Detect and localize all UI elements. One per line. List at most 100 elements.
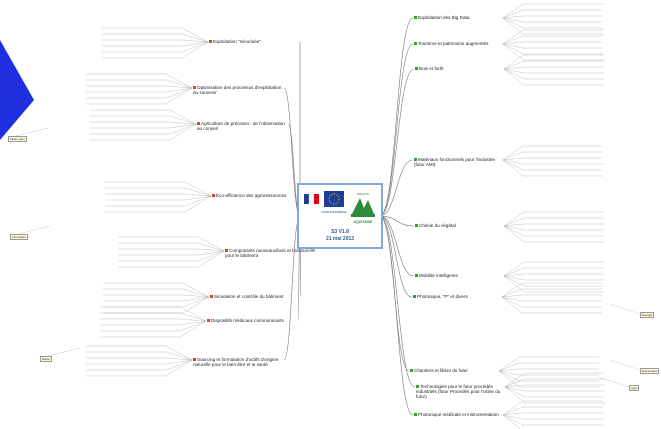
branch-line bbox=[501, 296, 602, 308]
side-box-5[interactable]: Entreprises bbox=[640, 368, 660, 374]
branch-line bbox=[502, 145, 603, 161]
branch-line bbox=[498, 368, 599, 372]
side-box-2[interactable]: Innovation bbox=[10, 234, 28, 240]
branch-line bbox=[100, 320, 207, 338]
left-topic-7[interactable]: Dispositifs médicaux communicants bbox=[206, 318, 300, 323]
branch-line bbox=[90, 115, 197, 125]
french-republic-logo bbox=[304, 193, 319, 205]
branch-line bbox=[100, 320, 207, 326]
side-box-1[interactable]: Filière aéro bbox=[8, 136, 28, 142]
side-box-6[interactable]: Agro bbox=[629, 385, 640, 391]
branch-line bbox=[501, 294, 602, 298]
branch-line bbox=[105, 193, 212, 197]
flag-icon bbox=[193, 86, 196, 90]
right-topic-8[interactable]: Chantiers et filière du futur bbox=[409, 368, 501, 373]
left-topic-8[interactable]: Sourcing et formulation d'actifs d'origi… bbox=[192, 357, 286, 367]
branch-line bbox=[100, 306, 207, 322]
central-date: 21 mai 2013 bbox=[325, 236, 355, 242]
branch-line bbox=[86, 87, 193, 93]
topic-label: Optimisation des processus d'exploitatio… bbox=[193, 85, 282, 95]
branch-line bbox=[100, 318, 207, 322]
branch-line bbox=[86, 359, 193, 377]
side-box-3[interactable]: Santé bbox=[40, 356, 52, 362]
branch-line bbox=[502, 157, 603, 161]
branch-line bbox=[503, 225, 604, 243]
right-topic-6[interactable]: Mobilité intelligente bbox=[414, 273, 506, 278]
topic-label: Exploitation des Big Data bbox=[418, 15, 470, 20]
svg-text:RÉGION: RÉGION bbox=[357, 191, 369, 196]
branch-line bbox=[502, 414, 603, 420]
flag-icon bbox=[414, 413, 417, 417]
branch-line bbox=[100, 320, 207, 332]
branch-line bbox=[504, 372, 605, 388]
flag-icon bbox=[193, 358, 196, 362]
branch-line bbox=[118, 250, 225, 268]
branch-line bbox=[379, 215, 416, 388]
branch-line bbox=[86, 79, 193, 89]
branch-line bbox=[501, 296, 602, 302]
right-topic-3[interactable]: Bois et forêt bbox=[414, 66, 506, 71]
central-topic[interactable]: UNION EUROPÉENNE RÉGION AQUITAINE S3 V1.… bbox=[297, 183, 383, 249]
branch-line bbox=[503, 68, 604, 74]
right-topic-10[interactable]: Photonique médicale et instrumentation bbox=[413, 412, 505, 417]
branch-line bbox=[502, 414, 521, 429]
right-topic-7[interactable]: Photonique, "P" et divers bbox=[412, 294, 504, 299]
topic-label: Composants nouveaux/bois et biosourcés p… bbox=[225, 248, 315, 258]
branch-line bbox=[118, 236, 225, 252]
branch-line bbox=[503, 261, 604, 277]
topic-label: Technologies pour le futur procédés indu… bbox=[416, 384, 501, 399]
central-title: S3 V1.8 bbox=[331, 229, 349, 235]
branch-line bbox=[105, 195, 212, 213]
branch-line bbox=[86, 73, 193, 89]
branch-line bbox=[502, 159, 603, 171]
branch-line bbox=[105, 195, 212, 201]
left-topic-1[interactable]: Exploitation "sécurisée" bbox=[208, 39, 302, 44]
branch-line bbox=[498, 370, 599, 382]
branch-line bbox=[102, 27, 209, 43]
branch-line bbox=[498, 370, 599, 376]
left-topic-4[interactable]: Éco-efficience des agroressources bbox=[211, 193, 305, 198]
right-topic-9[interactable]: Technologies pour le futur procédés indu… bbox=[415, 384, 507, 399]
branch-line bbox=[105, 187, 212, 197]
branch-line bbox=[86, 351, 193, 361]
branch-line bbox=[86, 85, 193, 89]
branch-line bbox=[503, 267, 604, 277]
branch-line bbox=[90, 123, 197, 135]
right-topic-2[interactable]: Tourisme et patrimoine augmentés bbox=[413, 41, 505, 46]
flag-icon bbox=[225, 249, 228, 253]
topic-label: Photonique médicale et instrumentation bbox=[418, 412, 499, 417]
branch-line bbox=[90, 109, 197, 125]
side-box-4[interactable]: Énergie bbox=[640, 312, 655, 318]
aquitaine-logo bbox=[350, 190, 376, 220]
flag-icon bbox=[414, 158, 417, 162]
right-topic-1[interactable]: Exploitation des Big Data bbox=[413, 15, 505, 20]
branch-line bbox=[503, 68, 604, 80]
branch-line bbox=[609, 359, 641, 371]
branch-line bbox=[103, 294, 210, 298]
right-topic-4[interactable]: Matériaux fonctionnels pour l'industrie … bbox=[413, 157, 505, 167]
branch-line bbox=[498, 362, 599, 372]
topic-label: Simulation et contrôle du bâtiment bbox=[214, 294, 284, 299]
branch-line bbox=[86, 87, 193, 99]
branch-line bbox=[502, 17, 603, 23]
left-topic-5[interactable]: Composants nouveaux/bois et biosourcés p… bbox=[224, 248, 318, 258]
branch-line bbox=[502, 43, 603, 61]
topic-label: Bois et forêt bbox=[419, 66, 444, 71]
right-topic-5[interactable]: Chimie du végétal bbox=[414, 223, 506, 228]
left-topic-3[interactable]: Agriculture de précision : de l'observat… bbox=[196, 121, 290, 131]
branch-line bbox=[503, 68, 604, 86]
topic-label: Mobilité intelligente bbox=[419, 273, 459, 278]
branch-line bbox=[502, 400, 603, 416]
topic-label: Éco-efficience des agroressources bbox=[216, 193, 287, 198]
left-topic-6[interactable]: Simulation et contrôle du bâtiment bbox=[209, 294, 303, 299]
branch-line bbox=[504, 378, 605, 388]
branch-line bbox=[379, 17, 414, 217]
flag-icon bbox=[413, 295, 416, 299]
blue-arrow-shape bbox=[0, 40, 34, 140]
branch-line bbox=[379, 68, 415, 217]
branch-line bbox=[502, 41, 603, 45]
branch-line bbox=[105, 195, 212, 207]
branch-line bbox=[86, 87, 193, 105]
left-topic-2[interactable]: Optimisation des processus d'exploitatio… bbox=[192, 85, 286, 95]
